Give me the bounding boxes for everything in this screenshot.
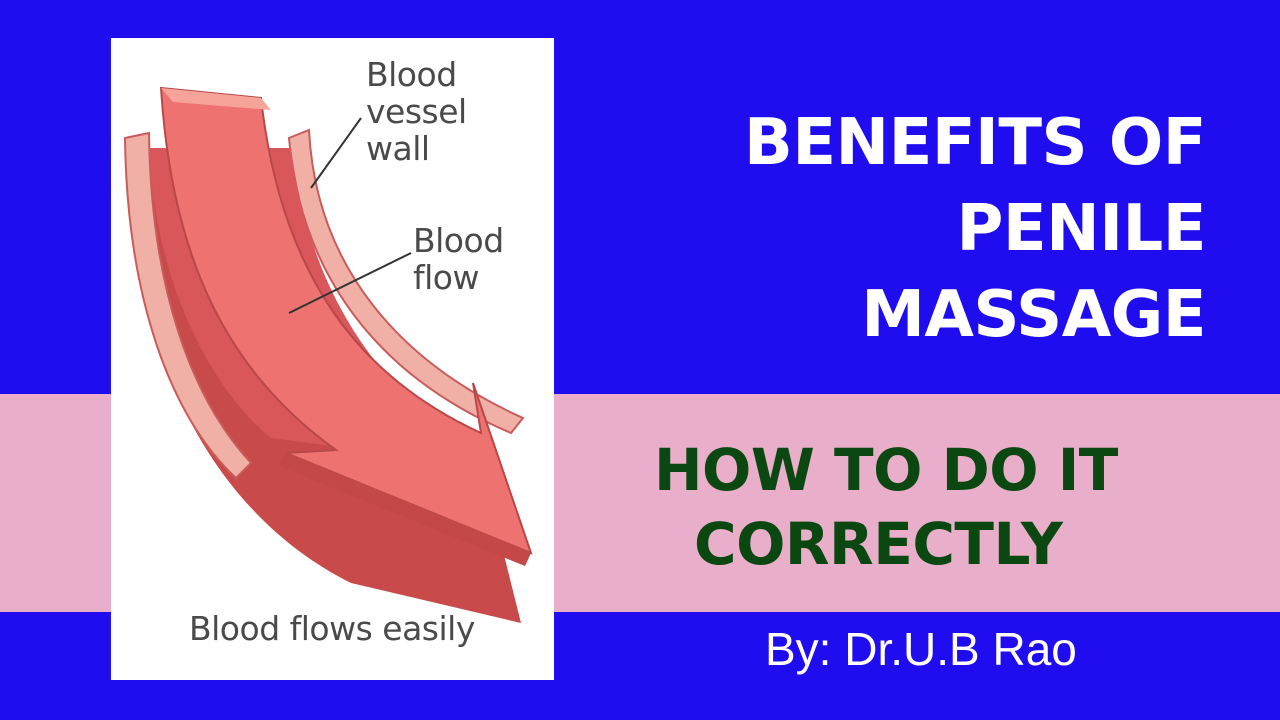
title-line-3: MASSAGE (861, 278, 1206, 352)
label-blood-flow: Blood flow (413, 221, 504, 297)
title-line-2: PENILE (956, 192, 1207, 266)
arrow-side-face (279, 453, 531, 566)
blood-vessel-diagram (123, 86, 533, 623)
vessel-right-wall (287, 128, 525, 435)
arrow-top-face (161, 88, 271, 110)
leader-line-wall (310, 117, 362, 189)
title-line-1: BENEFITS OF (744, 106, 1206, 180)
vessel-left-wall (123, 131, 253, 480)
label-blood-vessel-wall: Blood vessel wall (366, 55, 467, 168)
leader-line-flow (288, 252, 412, 314)
subtitle-line-2: CORRECTLY (694, 510, 1063, 578)
figure-caption: Blood flows easily (189, 609, 475, 648)
blood-flow-arrow (159, 86, 533, 555)
subtitle-line-1: HOW TO DO IT (654, 436, 1118, 504)
blood-vessel-illustration: Blood vessel wall Blood flow Blood flows… (111, 38, 554, 680)
author-byline: By: Dr.U.B Rao (765, 623, 1077, 675)
